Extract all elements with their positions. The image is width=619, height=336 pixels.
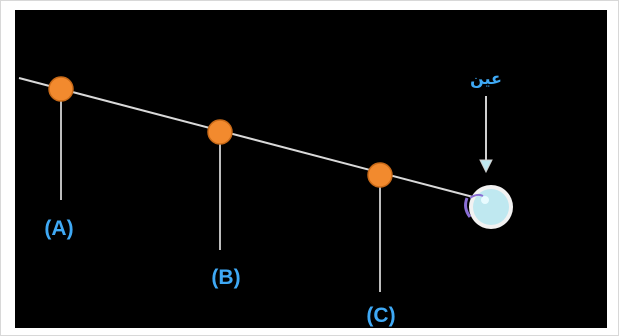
sight-line: [18, 77, 478, 199]
line-of-sight-diagram: (A) (B) (C) عين: [18, 69, 513, 327]
eye-icon: [464, 185, 513, 229]
point-a: [48, 76, 74, 102]
point-b-label: (B): [211, 266, 240, 289]
point-b: [207, 119, 233, 145]
point-c-label: (C): [366, 304, 395, 327]
eye-arrow-head: [479, 159, 493, 174]
eye-label: عين: [470, 69, 502, 88]
point-a-label: (A): [44, 217, 73, 240]
point-c: [367, 162, 393, 188]
diagram-panel: (A) (B) (C) عين: [15, 10, 607, 328]
